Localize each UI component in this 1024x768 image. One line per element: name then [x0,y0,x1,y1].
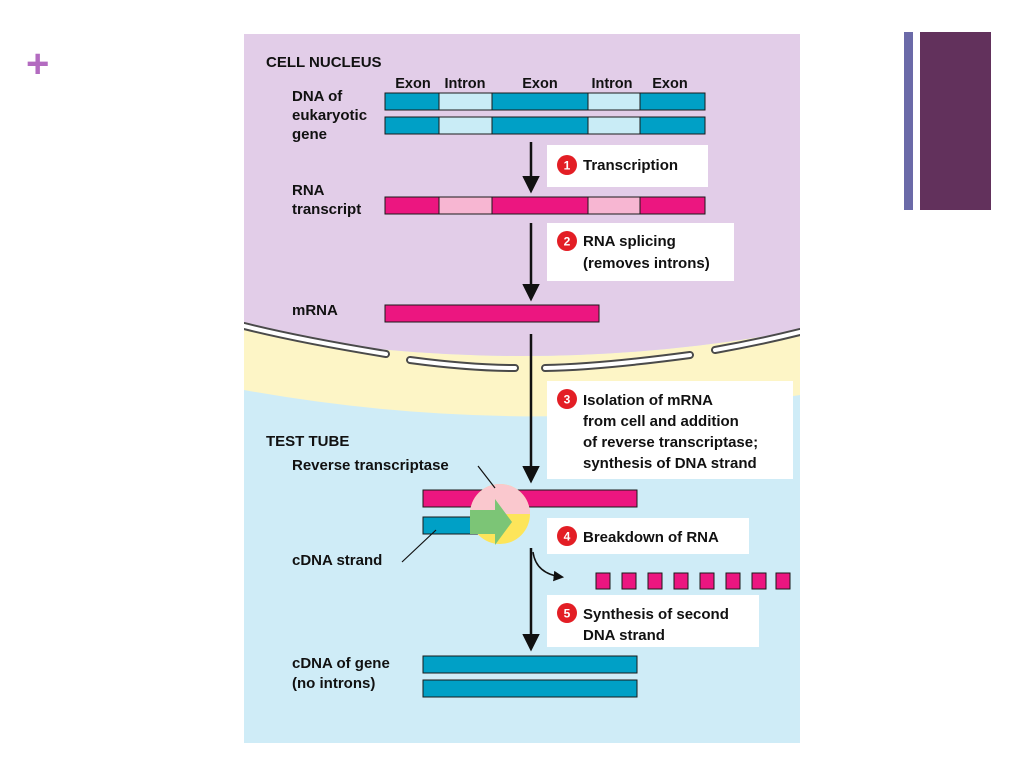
cdna-strand-label: cDNA strand [292,552,382,569]
step-5-box [547,595,759,647]
step-4-text: Breakdown of RNA [583,529,719,546]
rna-transcript [384,196,706,215]
step-3-callout: 3 Isolation of mRNA from cell and additi… [547,381,793,479]
step-1-number-circle [557,155,577,175]
step-2-box [547,223,734,281]
gene-header-intron-1: Intron [444,76,485,92]
step-4-callout: 4 Breakdown of RNA [547,518,749,554]
step-2-number: 2 [564,235,571,249]
step-3-text: Isolation of mRNA from cell and addition… [583,392,762,472]
cdna-gene-strand-bottom [422,679,638,698]
slide-decoration-wide-bar [920,32,991,210]
cdna-strand-leader [401,529,437,563]
step-3-number-circle [557,389,577,409]
slide-decoration-thin-bar [904,32,913,210]
reverse-transcriptase-leader [477,465,496,489]
cdna-gene-strand-top [422,655,638,674]
step-1-number: 1 [564,159,571,173]
arrow-rna-breakdown [532,551,565,582]
step-5-text: Synthesis of second DNA strand [583,606,733,644]
step-1-callout: 1 Transcription [547,145,708,187]
step-1-text: Transcription [583,157,678,174]
step-5-number: 5 [564,607,571,621]
mrna-label: mRNA [292,302,338,319]
cdna-gene-label: cDNA of gene (no introns) [292,655,394,692]
dna-gene-label: DNA of eukaryotic gene [292,88,371,143]
test-tube-label: TEST TUBE [266,433,349,450]
step-4-number: 4 [564,530,571,544]
cell-nucleus-label: CELL NUCLEUS [266,54,382,71]
process-arrows [522,142,565,652]
dna-strand-bottom [384,116,706,135]
mrna-strand [384,304,600,323]
reverse-transcriptase-enzyme [470,484,530,545]
rna-transcript-label: RNA transcript [292,182,361,218]
step-5-number-circle [557,603,577,623]
nuclear-envelope [244,322,800,372]
gene-header-exon-3: Exon [652,76,687,92]
step-4-number-circle [557,526,577,546]
gene-header-exon-1: Exon [395,76,430,92]
enzyme-direction-arrow [470,499,512,545]
rna-fragments [595,572,791,590]
step-2-text: RNA splicing (removes introns) [583,233,710,272]
dna-strand-top [384,92,706,111]
step-2-callout: 2 RNA splicing (removes introns) [547,223,734,281]
step-4-box [547,518,749,554]
step-5-callout: 5 Synthesis of second DNA strand [547,595,759,647]
step-3-number: 3 [564,393,571,407]
slide-plus-symbol: + [26,42,50,86]
step-3-box [547,381,793,479]
gene-header-exon-2: Exon [522,76,557,92]
step-2-number-circle [557,231,577,251]
gene-header-intron-2: Intron [591,76,632,92]
hybrid-mrna-strand [422,489,638,508]
reverse-transcriptase-label: Reverse transcriptase [292,457,449,474]
